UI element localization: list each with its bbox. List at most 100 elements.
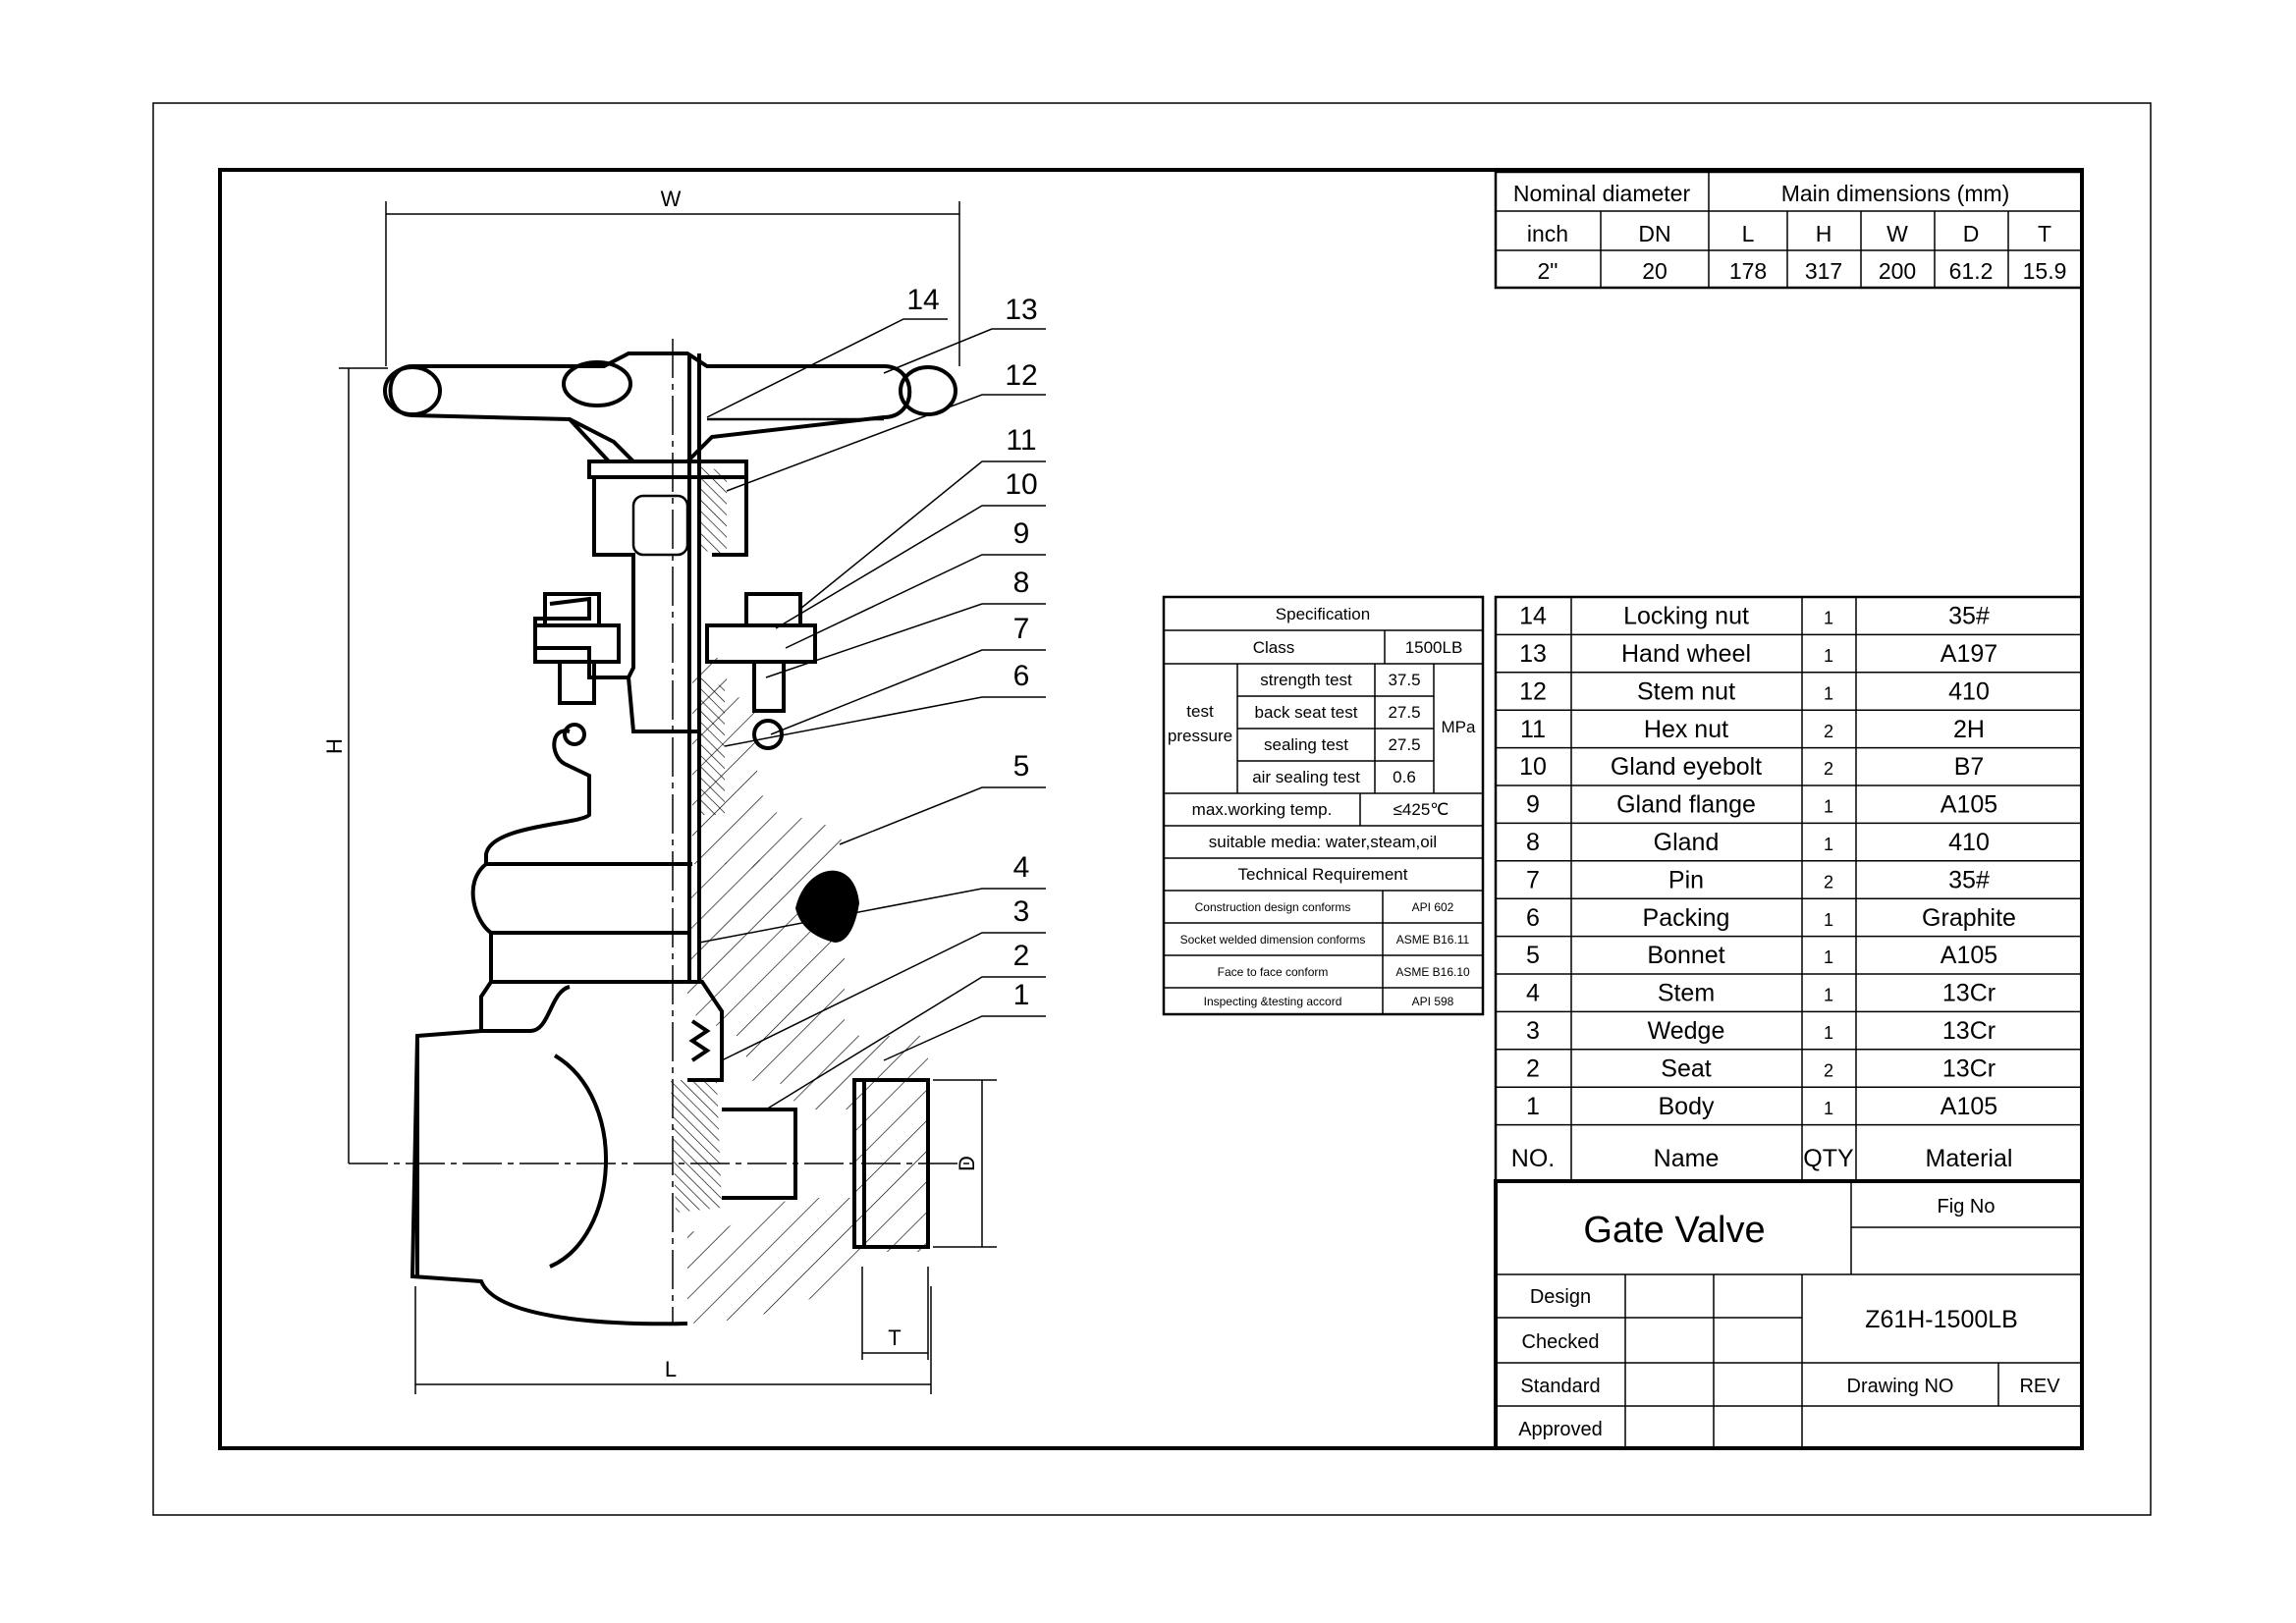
part-qty: 2 (1824, 722, 1833, 741)
dimension-lines (339, 201, 997, 1394)
title-fig-no: Fig No (1938, 1196, 1995, 1217)
part-no: 7 (1526, 866, 1540, 893)
part-qty: 1 (1824, 1099, 1833, 1118)
dim-col-inch: inch (1527, 221, 1568, 246)
pin-left (563, 723, 586, 746)
spec-test-name-0: strength test (1260, 671, 1352, 689)
part-material: A197 (1941, 640, 1997, 668)
dim-val-h: 317 (1805, 258, 1842, 284)
part-name: Body (1659, 1093, 1715, 1120)
bonnet-section (692, 658, 845, 884)
callout-2: 2 (1013, 940, 1030, 972)
parts-header-material: Material (1926, 1145, 2013, 1172)
spec-req-value-0: API 602 (1412, 900, 1454, 914)
dim-col-dn: DN (1638, 221, 1670, 246)
dimension-labels: W H L D T (322, 187, 979, 1381)
dim-h-label: H (322, 738, 347, 754)
part-qty: 2 (1824, 872, 1833, 892)
spec-test-label-2: pressure (1168, 727, 1232, 745)
spec-req-value-1: ASME B16.11 (1396, 933, 1470, 947)
part-name: Locking nut (1623, 603, 1749, 630)
title-checked: Checked (1522, 1331, 1600, 1353)
spec-test-value-0: 37.5 (1388, 671, 1420, 689)
part-qty: 1 (1824, 835, 1833, 854)
part-name: Stem nut (1637, 677, 1735, 705)
part-name: Hand wheel (1621, 640, 1751, 668)
callout-11: 11 (1006, 424, 1036, 457)
spec-class-value: 1500LB (1405, 638, 1463, 657)
part-qty: 1 (1824, 683, 1833, 703)
part-qty: 1 (1824, 910, 1833, 930)
part-no: 5 (1526, 942, 1540, 969)
spec-test-value-2: 27.5 (1388, 735, 1420, 754)
callout-8: 8 (1013, 567, 1030, 599)
part-material: 13Cr (1942, 1055, 1995, 1082)
dim-header-main: Main dimensions (mm) (1781, 181, 2010, 206)
spec-title: Specification (1276, 605, 1370, 623)
part-no: 8 (1526, 829, 1540, 856)
handwheel-rim-left (383, 365, 442, 416)
dim-t-label: T (888, 1325, 901, 1350)
part-no: 1 (1526, 1093, 1540, 1120)
part-name: Pin (1668, 866, 1704, 893)
spec-test-value-3: 0.6 (1393, 768, 1416, 786)
spec-tech-req: Technical Requirement (1238, 865, 1408, 884)
part-material: A105 (1941, 791, 1997, 819)
callout-12: 12 (1005, 359, 1037, 392)
dim-val-t: 15.9 (2023, 258, 2067, 284)
packing-section (699, 677, 725, 815)
part-name: Stem (1658, 980, 1715, 1007)
spec-req-name-0: Construction design conforms (1195, 900, 1351, 914)
part-material: A105 (1941, 1093, 1997, 1120)
callout-10: 10 (1005, 468, 1037, 501)
part-no: 6 (1526, 904, 1540, 932)
spec-req-value-2: ASME B16.10 (1395, 965, 1470, 979)
part-material: 410 (1948, 677, 1990, 705)
part-no: 9 (1526, 791, 1540, 819)
dim-l-label: L (665, 1357, 677, 1381)
dim-val-l: 178 (1729, 258, 1767, 284)
spec-unit: MPa (1442, 718, 1477, 736)
callout-5: 5 (1013, 750, 1030, 783)
part-qty: 1 (1824, 646, 1833, 666)
part-material: 13Cr (1942, 1017, 1995, 1045)
spec-req-name-1: Socket welded dimension conforms (1180, 933, 1366, 947)
part-name: Gland (1654, 829, 1720, 856)
callout-3: 3 (1013, 895, 1030, 928)
title-rev: REV (2019, 1376, 2060, 1397)
part-no: 3 (1526, 1017, 1540, 1045)
spec-max-temp-label: max.working temp. (1192, 800, 1333, 819)
callout-6: 6 (1013, 660, 1030, 692)
title-drawing-no: Drawing NO (1847, 1376, 1954, 1397)
dim-col-d: D (1963, 221, 1980, 246)
part-name: Gland flange (1616, 791, 1756, 819)
spec-class-label: Class (1253, 638, 1295, 657)
spec-req-name-2: Face to face conform (1218, 965, 1329, 979)
part-name: Bonnet (1647, 942, 1724, 969)
body-section (687, 854, 928, 1324)
dim-header-nominal: Nominal diameter (1513, 181, 1691, 206)
callout-7: 7 (1013, 613, 1030, 645)
part-name: Hex nut (1644, 716, 1728, 743)
part-name: Wedge (1648, 1017, 1725, 1045)
title-design: Design (1530, 1286, 1591, 1308)
part-qty: 1 (1824, 947, 1833, 967)
title-gate-valve: Gate Valve (1583, 1210, 1765, 1251)
stem-nut-section (699, 466, 727, 555)
part-qty: 2 (1824, 1060, 1833, 1080)
body-outline (410, 862, 688, 1326)
valve-cross-section (349, 339, 972, 1326)
dim-w-label: W (661, 187, 682, 211)
part-material: 35# (1948, 866, 1990, 893)
dim-val-d: 61.2 (1949, 258, 1994, 284)
callout-14: 14 (906, 284, 939, 316)
part-qty: 1 (1824, 797, 1833, 817)
callout-13: 13 (1005, 294, 1037, 326)
part-no: 4 (1526, 980, 1540, 1007)
hex-nut-right (744, 592, 802, 627)
part-material: B7 (1954, 753, 1985, 781)
part-no: 2 (1526, 1055, 1540, 1082)
parts-header-name: Name (1654, 1145, 1720, 1172)
